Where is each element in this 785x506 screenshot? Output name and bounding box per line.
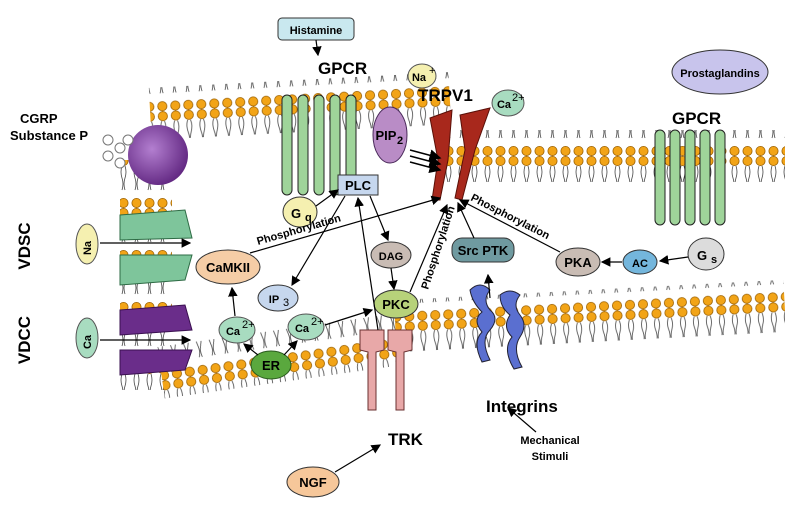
- gq-protein: G q: [282, 196, 318, 228]
- svg-text:Histamine: Histamine: [290, 25, 343, 37]
- gq-to-plc-arrow: [315, 189, 339, 207]
- gpcr-left-label: GPCR: [318, 59, 367, 78]
- mechanical-label-2: Stimuli: [532, 451, 569, 463]
- gs-protein: G s: [687, 237, 725, 271]
- svg-text:CaMKII: CaMKII: [206, 260, 250, 275]
- pip2-arrows: [409, 149, 442, 174]
- prostaglandins-ligand: Prostaglandins: [671, 49, 769, 95]
- trk-label: TRK: [388, 430, 424, 449]
- ac-enzyme: AC: [622, 249, 658, 275]
- phos-right-label: Phosphorylation: [469, 192, 552, 242]
- svg-text:Src PTK: Src PTK: [458, 243, 509, 258]
- svg-text:Ca: Ca: [226, 326, 241, 338]
- svg-text:2+: 2+: [242, 319, 255, 331]
- plc-box: PLC: [337, 174, 379, 196]
- ca-to-camkii-arrow: [228, 286, 238, 317]
- svg-text:2+: 2+: [311, 316, 324, 328]
- svg-text:Na: Na: [412, 72, 427, 84]
- vdcc-label: VDCC: [15, 316, 34, 364]
- svg-text:PKC: PKC: [382, 297, 410, 312]
- dag: DAG: [370, 241, 412, 269]
- svg-text:+: +: [429, 65, 435, 77]
- svg-text:IP: IP: [269, 294, 279, 306]
- src-ptk: Src PTK: [451, 237, 515, 263]
- svg-text:AC: AC: [632, 258, 648, 270]
- gpcr-right-label: GPCR: [672, 109, 721, 128]
- gpcr-right: [654, 129, 726, 226]
- pip2: PIP 2: [372, 106, 408, 164]
- er-organelle: ER: [250, 350, 292, 380]
- substance-p-label: Substance P: [10, 128, 88, 143]
- ca-top-ion: Ca 2+: [491, 89, 525, 117]
- mechanical-arrow: [507, 407, 537, 433]
- cgrp-vesicle: [102, 125, 188, 185]
- trpv1-label: TRPV1: [418, 86, 473, 105]
- na-top-ion: Na +: [407, 63, 437, 89]
- pka-enzyme: PKA: [555, 247, 601, 277]
- trk-receptor: [359, 329, 413, 411]
- svg-text:DAG: DAG: [379, 251, 403, 263]
- integrin-to-src-arrow: [483, 273, 494, 299]
- er-to-ca-left-arrow: [243, 343, 259, 356]
- svg-text:Prostaglandins: Prostaglandins: [680, 68, 759, 80]
- svg-text:2: 2: [397, 135, 403, 147]
- na-vdsc-ion: Na: [75, 223, 99, 265]
- svg-text:3: 3: [283, 297, 289, 309]
- ca-right-ion: Ca 2+: [287, 313, 325, 341]
- svg-text:Ca: Ca: [295, 323, 310, 335]
- gs-to-ac-arrow: [658, 255, 689, 265]
- pka-phos-arrow: [458, 199, 561, 253]
- ca-vdcc-ion: Ca: [75, 317, 99, 359]
- er-to-ca-right-arrow: [283, 340, 298, 356]
- camkii: CaMKII: [195, 249, 261, 285]
- svg-text:s: s: [711, 254, 717, 266]
- src-to-trpv1-arrow: [457, 201, 475, 239]
- histamine-ligand: Histamine: [277, 17, 355, 41]
- svg-text:PIP: PIP: [376, 128, 397, 143]
- svg-text:G: G: [291, 206, 301, 221]
- cgrp-label: CGRP: [20, 111, 58, 126]
- integrins-label: Integrins: [486, 397, 558, 416]
- vdsc-label: VDSC: [15, 222, 34, 269]
- svg-text:G: G: [697, 248, 707, 263]
- dag-to-pkc-arrow: [388, 267, 398, 291]
- integrin-receptor: [469, 284, 525, 370]
- mechanical-label-1: Mechanical: [520, 435, 579, 447]
- vdsc-channel: [119, 209, 193, 286]
- svg-text:PLC: PLC: [345, 178, 372, 193]
- svg-text:Na: Na: [82, 240, 94, 255]
- svg-text:2+: 2+: [512, 92, 525, 104]
- svg-text:PKA: PKA: [564, 255, 592, 270]
- svg-text:q: q: [305, 212, 312, 224]
- svg-text:NGF: NGF: [299, 475, 327, 490]
- svg-text:Ca: Ca: [82, 334, 94, 349]
- plc-to-dag-arrow: [369, 195, 390, 242]
- pkc: PKC: [373, 289, 419, 319]
- ip3: IP 3: [257, 284, 299, 312]
- ngf-ligand: NGF: [286, 466, 340, 498]
- pkc-phos-arrow: [409, 203, 449, 293]
- plc-to-ip3-arrow: [291, 195, 346, 287]
- trk-to-plc-arrow: [354, 196, 379, 331]
- histamine-arrow: [312, 39, 322, 57]
- vdcc-channel: [119, 304, 193, 376]
- ca-to-pkc-arrow: [324, 307, 374, 326]
- ca-left-ion: Ca 2+: [218, 316, 256, 344]
- ngf-arrow: [334, 444, 382, 473]
- svg-text:Ca: Ca: [497, 99, 512, 111]
- svg-text:ER: ER: [262, 358, 281, 373]
- camkii-phos-arrow: [249, 195, 442, 254]
